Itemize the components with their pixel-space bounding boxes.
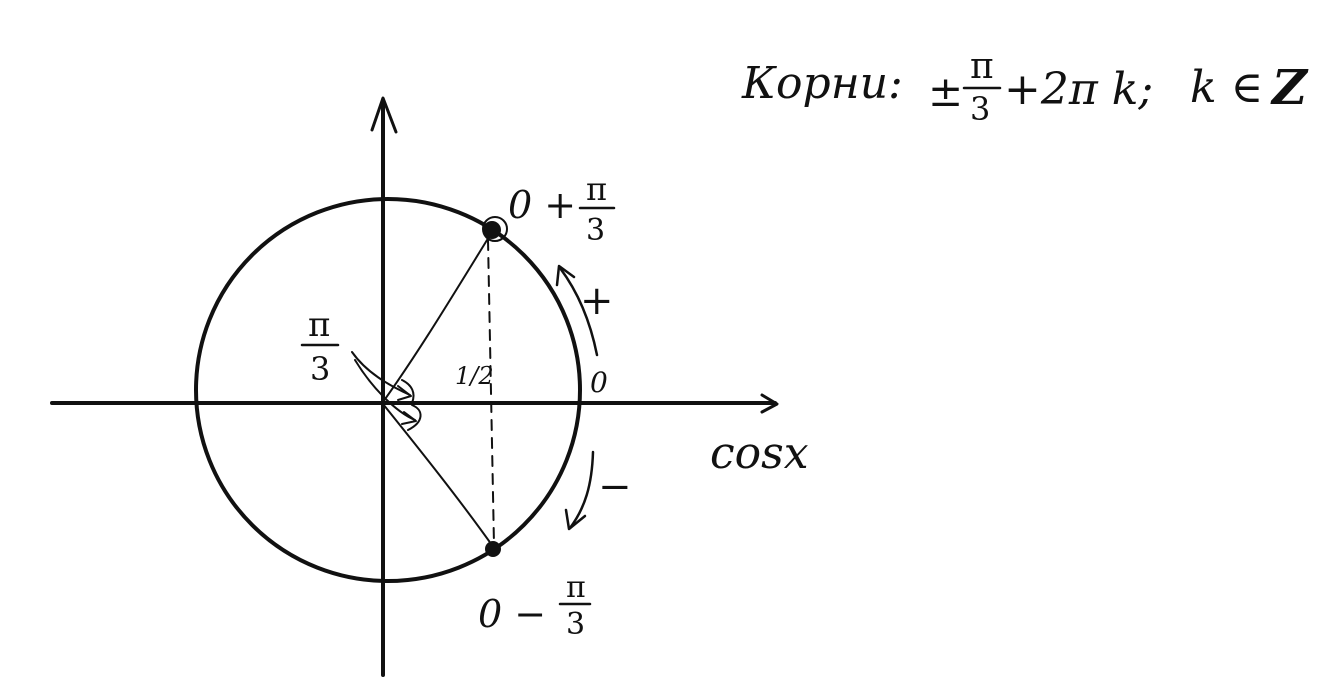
minus-sign: − xyxy=(598,464,632,510)
x-axis-arrow xyxy=(760,393,779,414)
angle-label-three: 3 xyxy=(310,350,330,388)
angle-pointer-lower-head xyxy=(401,411,417,425)
point-bottom xyxy=(485,541,501,557)
radius-bottom xyxy=(382,403,495,549)
dashed-line-half xyxy=(487,239,495,546)
angle-arc-lower xyxy=(407,404,422,431)
axis-label-cosx: cosx xyxy=(710,428,809,479)
point-bottom-three: 3 xyxy=(566,607,585,642)
roots-pi: π xyxy=(970,46,994,87)
point-top-three: 3 xyxy=(586,213,605,248)
half-label: 1/2 xyxy=(455,362,494,390)
angle-arc-upper xyxy=(401,379,415,404)
angle-pointer-upper-head xyxy=(397,385,412,401)
zero-label: 0 xyxy=(590,366,608,399)
roots-plus-two-pi-k: +2π k; xyxy=(1004,64,1153,115)
point-top-ring xyxy=(482,216,508,242)
angle-pointer-lower xyxy=(354,359,416,421)
angle-label-pi: π xyxy=(308,305,330,345)
point-top-pi: π xyxy=(586,170,607,208)
point-bottom-prefix: 0 − xyxy=(478,592,546,636)
arrow-positive-direction xyxy=(558,266,599,357)
y-axis-arrow xyxy=(370,96,398,134)
point-top-prefix: 0 + xyxy=(508,183,576,227)
point-top xyxy=(483,221,501,239)
plus-sign: + xyxy=(580,278,614,324)
roots-integers-symbol: Z xyxy=(1270,60,1309,116)
angle-pointer-upper xyxy=(351,351,411,396)
arrow-negative-direction xyxy=(568,450,595,530)
point-bottom-pi: π xyxy=(566,570,586,605)
arrow-negative-head xyxy=(564,508,587,531)
unit-circle xyxy=(194,197,582,583)
radius-top xyxy=(382,231,493,403)
roots-pm: ± xyxy=(928,67,963,116)
arrow-positive-head xyxy=(555,264,576,287)
roots-label: Корни: xyxy=(741,58,903,109)
roots-k-in: k ∈ xyxy=(1190,62,1263,113)
roots-three: 3 xyxy=(970,90,990,128)
